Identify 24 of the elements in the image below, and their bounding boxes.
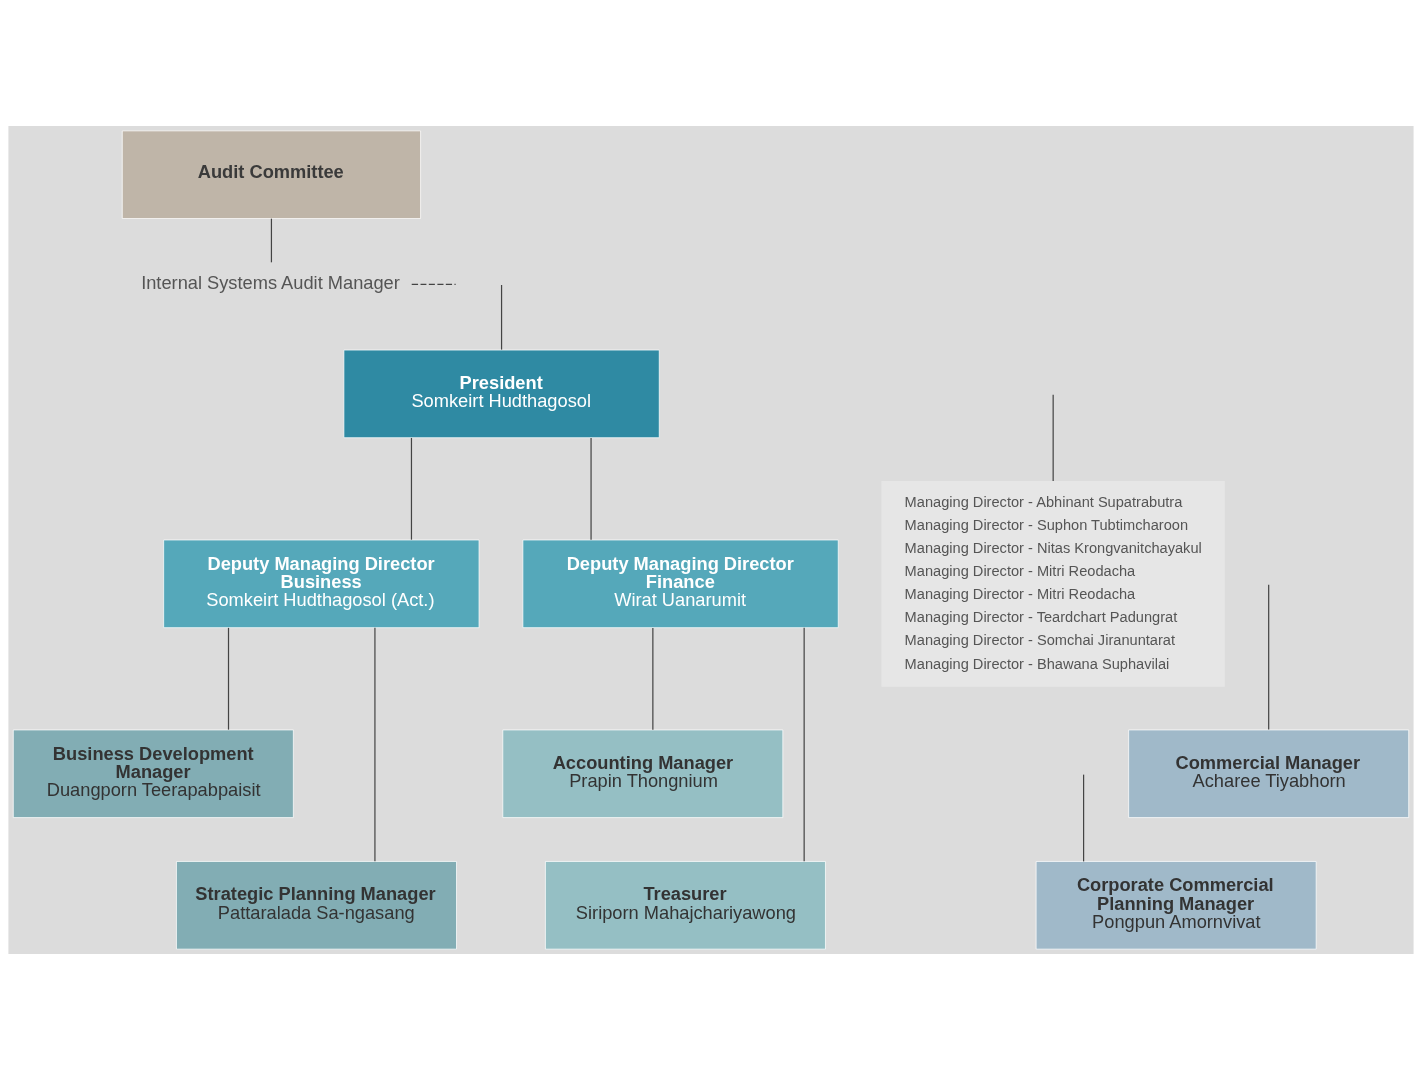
connector [374,627,376,862]
node-box: Treasurer Siriporn Mahajchariyawong [545,861,826,950]
node-box: Deputy Managing Director Business Somkeirt Hudthagosol (Act.) [163,539,480,629]
connector [270,218,273,263]
node-box: Commercial Manager Acharee Tiyabhorn [1128,729,1410,818]
node-box: Audit Committee [121,130,421,219]
connector [590,437,592,541]
node-box: Business Development Manager Duangporn Teerapabpaisit [12,729,294,818]
connector [803,627,805,862]
node-box: Accounting Manager Prapin Thongnium [502,729,784,818]
connector [652,627,654,731]
connector [500,284,503,351]
connector [1052,394,1054,482]
node-box: President Somkeirt Hudthagosol [343,349,660,439]
connector [1268,584,1270,731]
node-box: Corporate Commercial Planning Manager Pongpun Amornvivat [1035,861,1317,950]
node-box: Deputy Managing Director Finance Wirat Uanarumit [522,539,839,629]
connector [410,437,413,541]
node-box: Managing Director - Abhinant Supatrabutra Managing Director - Suphon Tubtimcharoon Managing Director - Nitas Krongvanitchayakul Managing Director - Mitri Reodacha Managing Director - Mitri Reodacha Managing Director - Teardchart Padungrat Managing Director - Somchai Jiranuntarat Managing Director - Bhawana Suphavilai [881,480,1225,687]
node-text: Internal Systems Audit Manager [141,271,400,293]
node-box: Strategic Planning Manager Pattaralada Sa-ngasang [176,861,457,950]
connector [227,627,230,731]
connector [1083,774,1085,862]
connector [411,283,457,285]
